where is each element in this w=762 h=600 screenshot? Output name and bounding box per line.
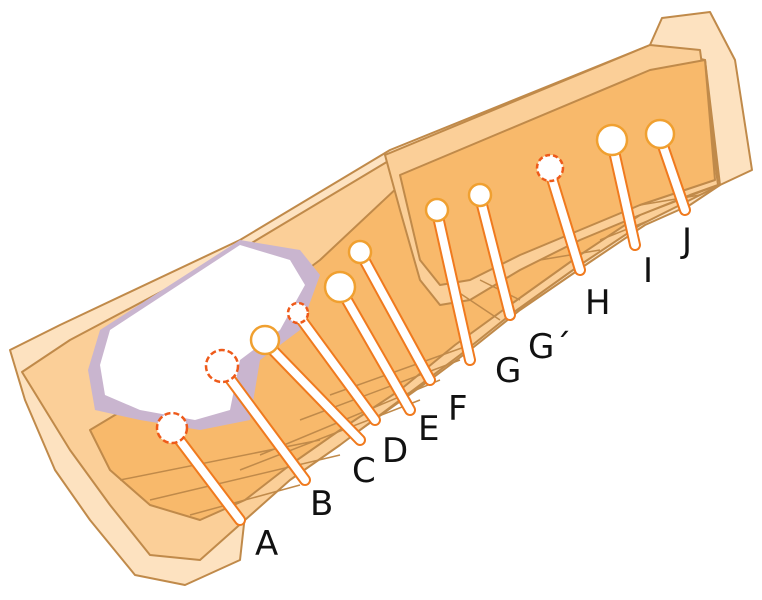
label-g: G bbox=[495, 351, 521, 391]
bulb-i bbox=[595, 123, 629, 157]
bulb-h bbox=[535, 153, 565, 183]
canal-lumens bbox=[168, 133, 689, 524]
labels: A B C D E F G G´ H I J bbox=[255, 221, 692, 564]
label-e: E bbox=[418, 409, 439, 449]
canals bbox=[166, 131, 691, 526]
bulb-e bbox=[323, 270, 357, 304]
label-h: H bbox=[585, 283, 611, 323]
bulb-g bbox=[424, 197, 450, 223]
bulb-b bbox=[204, 348, 240, 384]
bulb-j bbox=[644, 118, 676, 150]
bulb-f bbox=[347, 239, 373, 265]
label-j: J bbox=[680, 221, 692, 261]
cavity bbox=[88, 240, 320, 430]
label-c: C bbox=[352, 451, 376, 491]
label-b: B bbox=[310, 484, 333, 524]
bulb-g2 bbox=[467, 182, 493, 208]
bulb-c bbox=[249, 324, 281, 356]
label-f: F bbox=[448, 389, 468, 429]
bulb-a bbox=[155, 411, 189, 445]
label-g-prime: G´ bbox=[528, 327, 571, 367]
cavity-white bbox=[100, 245, 305, 420]
label-d: D bbox=[382, 431, 408, 471]
bulb-d bbox=[286, 301, 310, 325]
label-a: A bbox=[255, 524, 278, 564]
bulbs bbox=[155, 118, 676, 445]
label-i: I bbox=[643, 251, 653, 291]
